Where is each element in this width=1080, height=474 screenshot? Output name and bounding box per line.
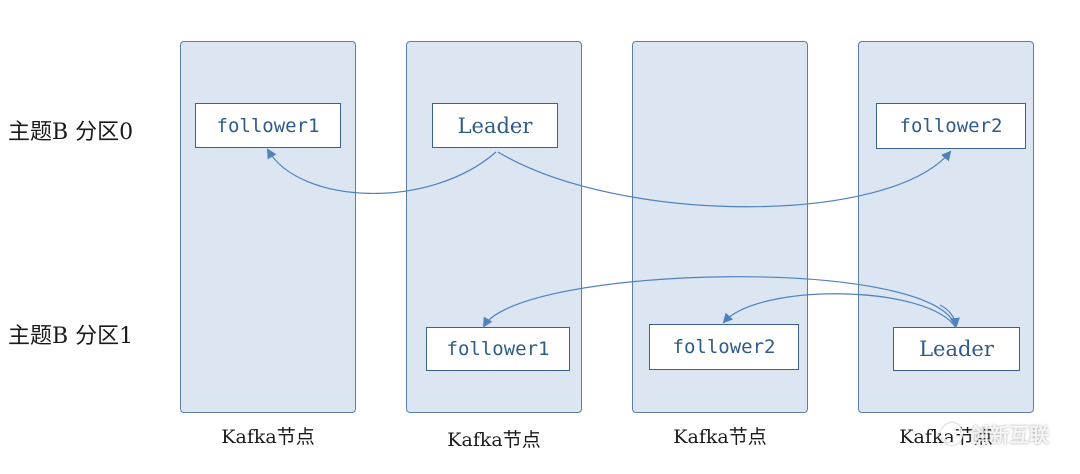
kafka-node-1-label: Kafka节点	[221, 426, 315, 448]
watermark-logo-icon	[941, 422, 963, 445]
arrow-p0-leader-to-follower1	[266, 148, 497, 194]
arrow-p1-leader-to-follower1	[482, 276, 957, 329]
p1-node3-replica: follower2	[649, 324, 799, 370]
watermark: 创新互联	[941, 419, 1049, 448]
p1-node4-replica: Leader	[893, 327, 1020, 371]
arrow-p1-leader-tail	[939, 304, 960, 328]
p0-node2-replica: Leader	[432, 103, 558, 148]
arrow-p0-leader-to-follower2	[497, 150, 952, 208]
row-label-partition-0: 主题B 分区0	[8, 120, 134, 145]
p0-node1-replica: follower1	[195, 103, 341, 148]
p1-node2-replica: follower1	[426, 327, 570, 371]
arrow-p1-leader-to-follower2	[722, 293, 957, 329]
watermark-text: 创新互联	[969, 423, 1049, 447]
row-label-partition-1: 主题B 分区1	[8, 324, 134, 349]
kafka-node-2-label: Kafka节点	[447, 429, 541, 451]
kafka-node-3-label: Kafka节点	[673, 426, 767, 448]
p0-node4-replica: follower2	[876, 103, 1026, 149]
